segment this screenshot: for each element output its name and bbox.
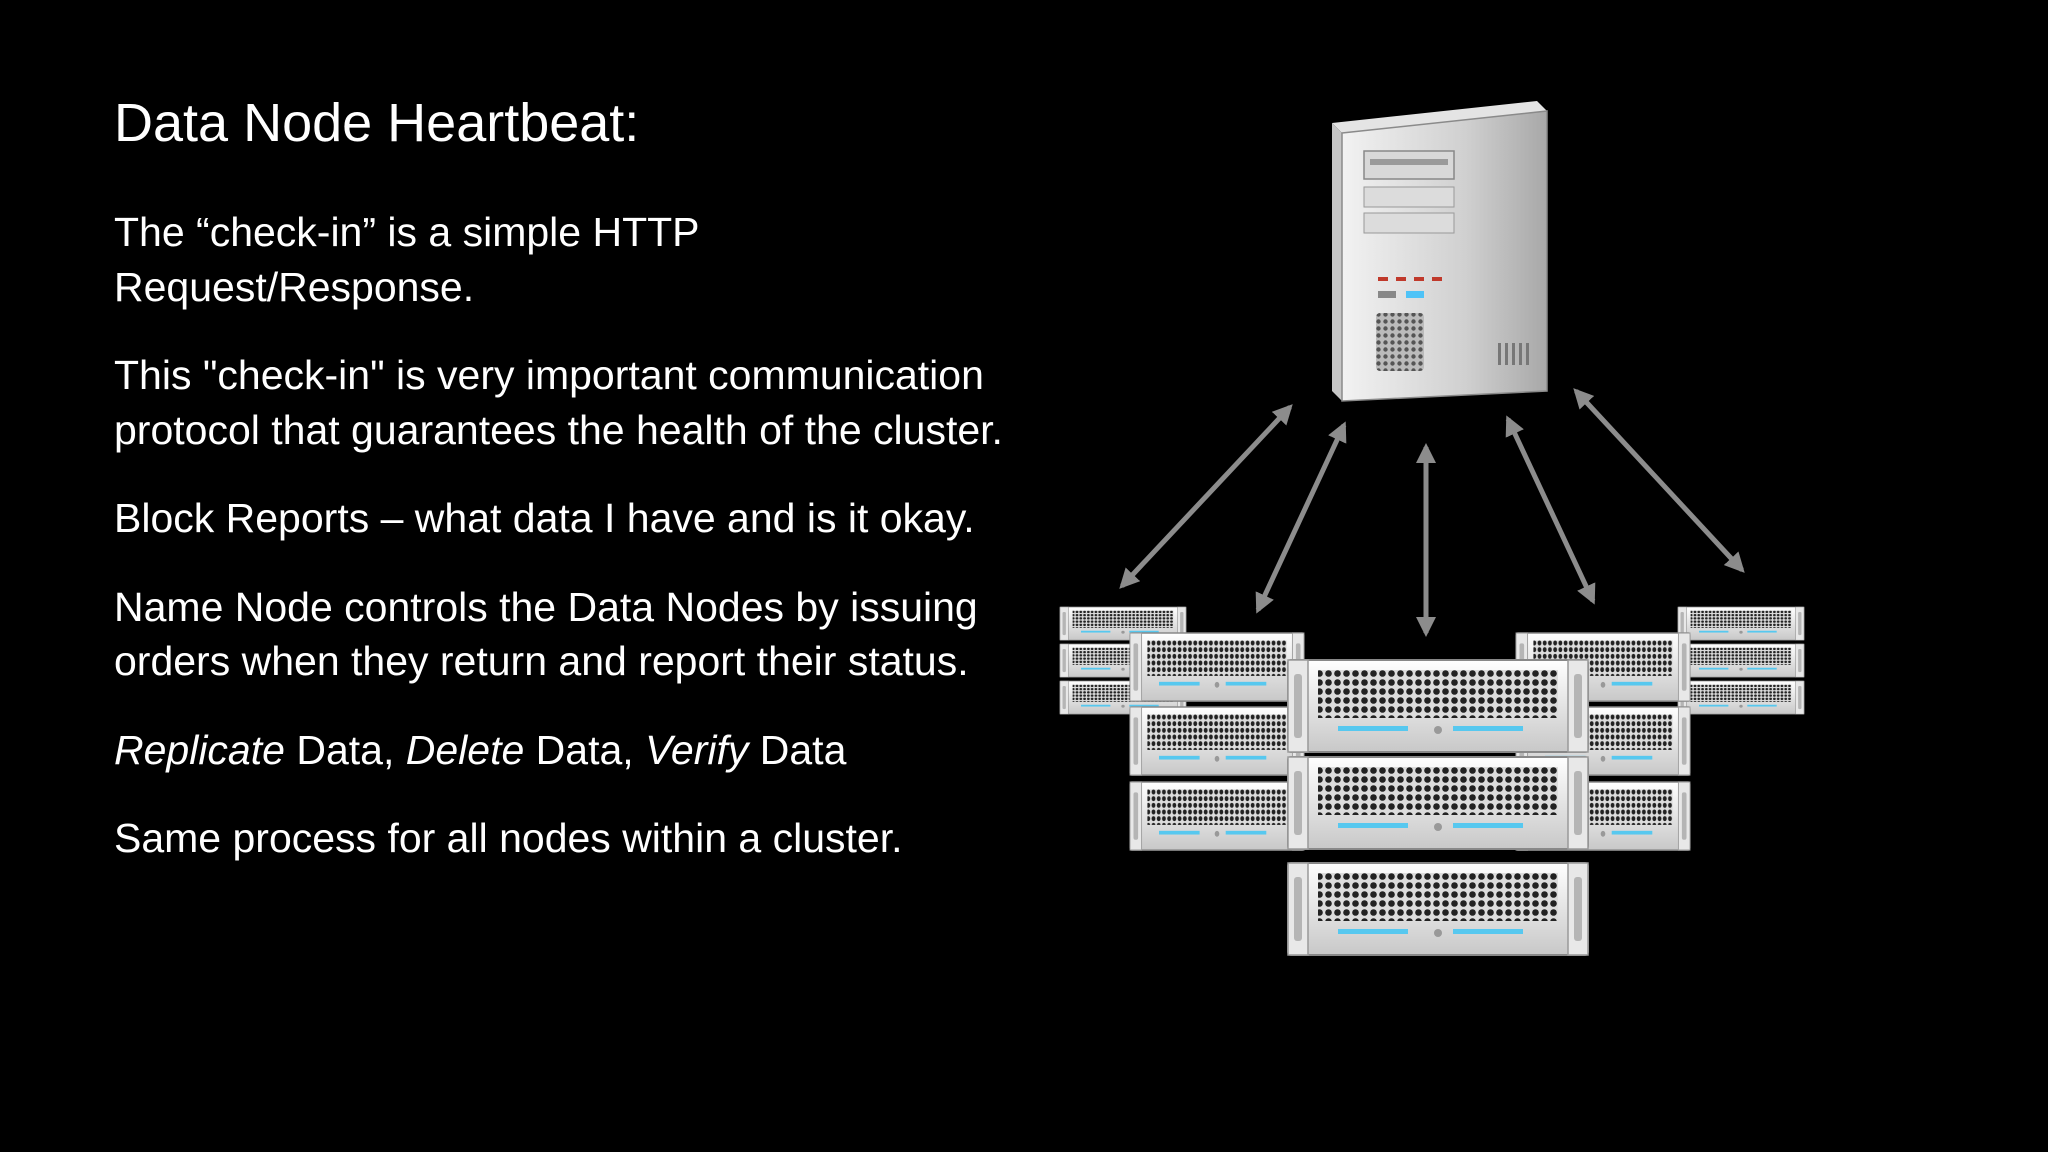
rack-server-icon (1677, 680, 1805, 715)
heartbeat-diagram (1040, 95, 1840, 965)
rack-server-icon (1287, 756, 1589, 850)
rack-server-icon (1129, 632, 1305, 702)
delete-word: Delete (405, 726, 525, 773)
heartbeat-arrow-4 (1505, 415, 1596, 605)
verify-word: Verify (645, 726, 749, 773)
heartbeat-arrow-1 (1119, 404, 1293, 589)
slide-title: Data Node Heartbeat: (114, 93, 640, 153)
rack-server-icon (1677, 643, 1805, 678)
rack-server-icon (1287, 659, 1589, 753)
data-word-3: Data (759, 726, 847, 773)
name-node-tower-icon (1332, 101, 1548, 402)
paragraph-check-in: The “check-in” is a simple HTTP Request/… (114, 209, 699, 310)
slide-body: The “check-in” is a simple HTTP Request/… (114, 205, 1034, 900)
paragraph-actions: Replicate Data, Delete Data, Verify Data (114, 726, 847, 773)
paragraph-importance: This "check-in" is very important commun… (114, 352, 1003, 453)
data-node-racks (1059, 606, 1805, 956)
heartbeat-diagram-svg (1059, 101, 1805, 956)
heartbeat-arrow-5 (1573, 388, 1745, 573)
paragraph-block-reports: Block Reports – what data I have and is … (114, 495, 975, 541)
data-word-2: Data (535, 726, 623, 773)
rack-server-icon (1677, 606, 1805, 641)
replicate-word: Replicate (114, 726, 285, 773)
rack-server-icon (1129, 781, 1305, 851)
rack-server-icon (1287, 862, 1589, 956)
paragraph-same-process: Same process for all nodes within a clus… (114, 815, 903, 861)
rack-server-icon (1129, 706, 1305, 776)
heartbeat-arrows (1119, 388, 1745, 637)
heartbeat-arrow-2 (1255, 421, 1347, 614)
paragraph-name-node-control: Name Node controls the Data Nodes by iss… (114, 583, 978, 685)
data-word-1: Data (296, 726, 383, 773)
